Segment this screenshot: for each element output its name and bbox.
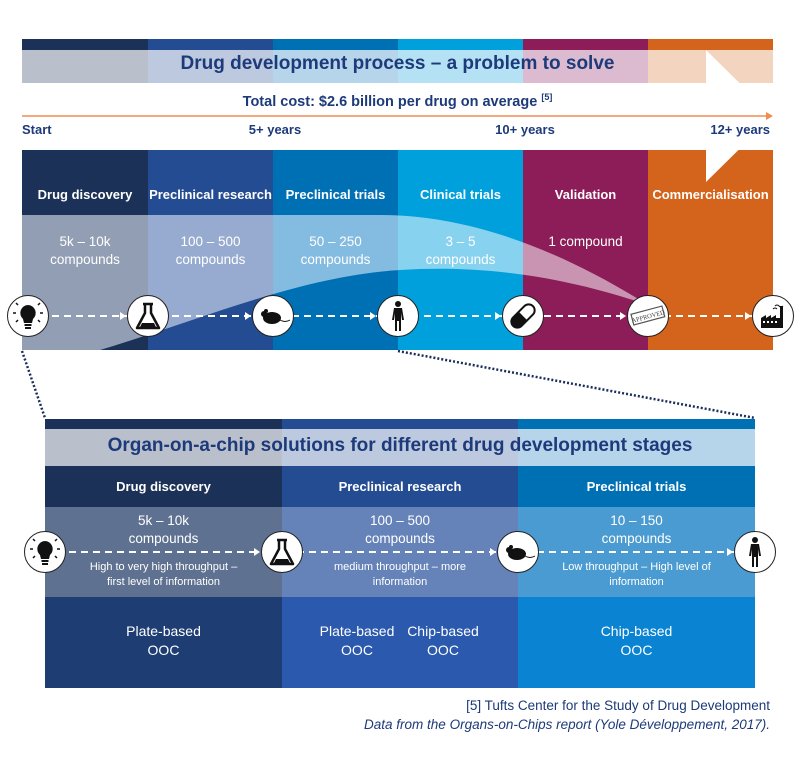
stage-title-band [273,50,398,83]
ooc-stage-top-bar [282,419,518,429]
ooc-solution-area [282,597,518,688]
ooc-stage-name: Drug discovery [116,479,211,494]
stage-name: Drug discovery [37,187,133,202]
ooc-stage-header [282,466,518,507]
process-arrowhead [370,312,376,320]
stage-top-bar [398,39,523,50]
stage-top-bar [22,39,148,50]
ooc-solution-type: Chip-based [600,623,673,639]
ooc-stage-count: 10 – 150 [610,513,663,528]
human-icon [734,531,776,573]
ooc-solution-label: OOC [341,642,373,658]
ooc-stage-count: 5k – 10k [137,513,190,528]
stage-name: Clinical trials [420,187,501,202]
ooc-stage-name: Preclinical trials [586,479,687,494]
timeline-label-start: Start [22,122,52,137]
flask-icon [127,295,169,337]
ooc-process-arrowhead [490,548,496,556]
process-arrowhead [495,312,501,320]
ooc-solution-label: OOC [620,642,653,658]
total-cost-subtitle: Total cost: $2.6 billion per drug on ave… [22,92,773,110]
ooc-stage-name: Preclinical research [338,479,462,494]
ooc-stage-top-bar [45,419,282,429]
stage-name: Commercialisation [652,187,769,202]
ooc-stage-top-bar [518,419,755,429]
ooc-stage-unit: compounds [128,531,199,546]
ooc-title-band [45,429,282,466]
stage-unit: compounds [175,252,246,267]
timeline-arrowhead [766,112,773,120]
ooc-throughput-line1: Low throughput – High level of [562,561,711,573]
source-footnote: Data from the Organs-on-Chips report (Yo… [364,717,770,732]
ooc-throughput-line2: information [609,576,664,588]
stage-count: 1 compound [548,234,623,249]
factory-icon [752,295,794,337]
ooc-solution-area [518,597,755,688]
mouse-icon [497,531,539,573]
stage-title-band [523,50,648,83]
timeline-label-12-years: 12+ years [710,122,770,137]
ooc-throughput-line2: first level of information [106,576,221,588]
total-cost-text: Total cost: $2.6 billion per drug on ave… [242,93,538,110]
reference-marker: [5] [541,92,553,102]
lightbulb-icon [7,295,49,337]
stage-name: Preclinical research [149,187,272,202]
stage-unit: compounds [50,252,120,267]
ooc-stage-unit: compounds [601,531,672,546]
process-arrowhead [120,312,126,320]
stage-count: 50 – 250 [309,234,362,249]
stage-title-band [398,50,523,83]
stage-unit: compounds [425,252,496,267]
mouse-icon [252,295,294,337]
approved-stamp-icon: APPROVED [627,295,669,337]
timeline-label-10-years: 10+ years [495,122,555,137]
stage-name: Validation [554,187,617,202]
stage-top-bar [273,39,398,50]
ooc-process-arrowhead [254,548,260,556]
ooc-solution-type: Plate-based [319,623,395,639]
ooc-throughput-line1: medium throughput – more [333,561,467,573]
lightbulb-icon [24,531,66,573]
stage-title-band [148,50,273,83]
ooc-process-arrowhead [727,548,733,556]
stage-count: 100 – 500 [180,234,241,249]
stage-top-bar [148,39,273,50]
timeline-label-5-years: 5+ years [248,122,302,137]
stage-count: 5k – 10k [59,234,111,249]
stage-name: Preclinical trials [285,187,386,202]
ooc-title-band [518,429,755,466]
flask-icon [261,531,303,573]
top-title: Drug development process – a problem to … [180,53,615,74]
ooc-throughput-line1: High to very high throughput – [89,561,238,573]
process-arrowhead [745,312,751,320]
ooc-solution-label: OOC [427,642,459,658]
organ-on-chip-panel [45,419,755,688]
bottom-title: Organ-on-a-chip solutions for different … [107,435,693,456]
ooc-stage-header [518,466,755,507]
ooc-throughput-line2: information [372,576,428,588]
ooc-solution-label: OOC [147,642,180,658]
ooc-stage-count: 100 – 500 [369,513,431,528]
process-arrowhead [620,312,626,320]
stage-unit: compounds [300,252,371,267]
ooc-solution-type: Chip-based [407,623,479,639]
ooc-solution-type: Plate-based [126,623,201,639]
reference-footnote: [5] Tufts Center for the Study of Drug D… [466,698,770,713]
pill-icon [502,295,544,337]
human-icon [377,295,419,337]
stage-top-bar [648,39,773,50]
stage-count: 3 – 5 [445,234,476,249]
stage-title-band [22,50,148,83]
stage-top-bar [523,39,648,50]
ooc-title-band [282,429,518,466]
ooc-stage-unit: compounds [365,531,435,546]
ooc-solution-area [45,597,282,688]
ooc-stage-header [45,466,282,507]
process-arrowhead [245,312,251,320]
zoom-guide-right [397,349,756,420]
